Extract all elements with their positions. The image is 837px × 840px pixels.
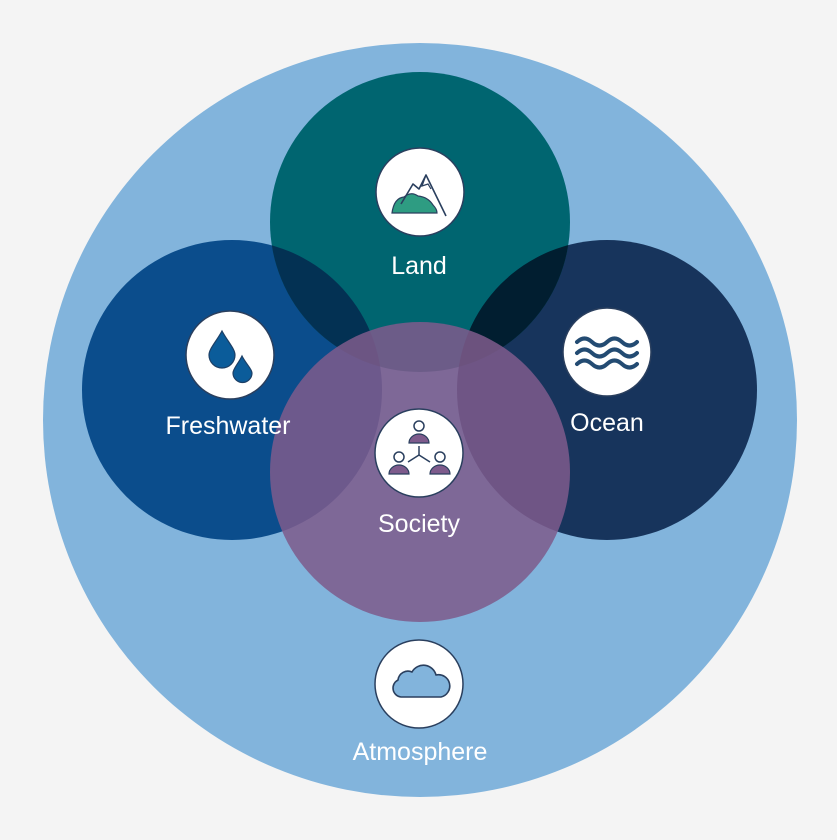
ocean-label: Ocean [570, 409, 644, 437]
society-badge [374, 408, 464, 498]
land-label: Land [391, 252, 447, 280]
land-ocean-overlap [457, 240, 570, 372]
water-drops-icon [208, 329, 253, 384]
mountain-icon [391, 174, 447, 217]
atmosphere-label: Atmosphere [353, 738, 488, 766]
freshwater-label: Freshwater [165, 412, 290, 440]
people-network-icon [388, 420, 451, 475]
ocean-badge [562, 307, 652, 397]
cloud-icon [392, 664, 451, 698]
freshwater-badge [185, 310, 275, 400]
society-label: Society [378, 510, 460, 538]
land-badge [375, 147, 465, 237]
waves-icon [575, 336, 639, 370]
land-freshwater-overlap [270, 240, 382, 372]
atmosphere-badge [374, 639, 464, 729]
